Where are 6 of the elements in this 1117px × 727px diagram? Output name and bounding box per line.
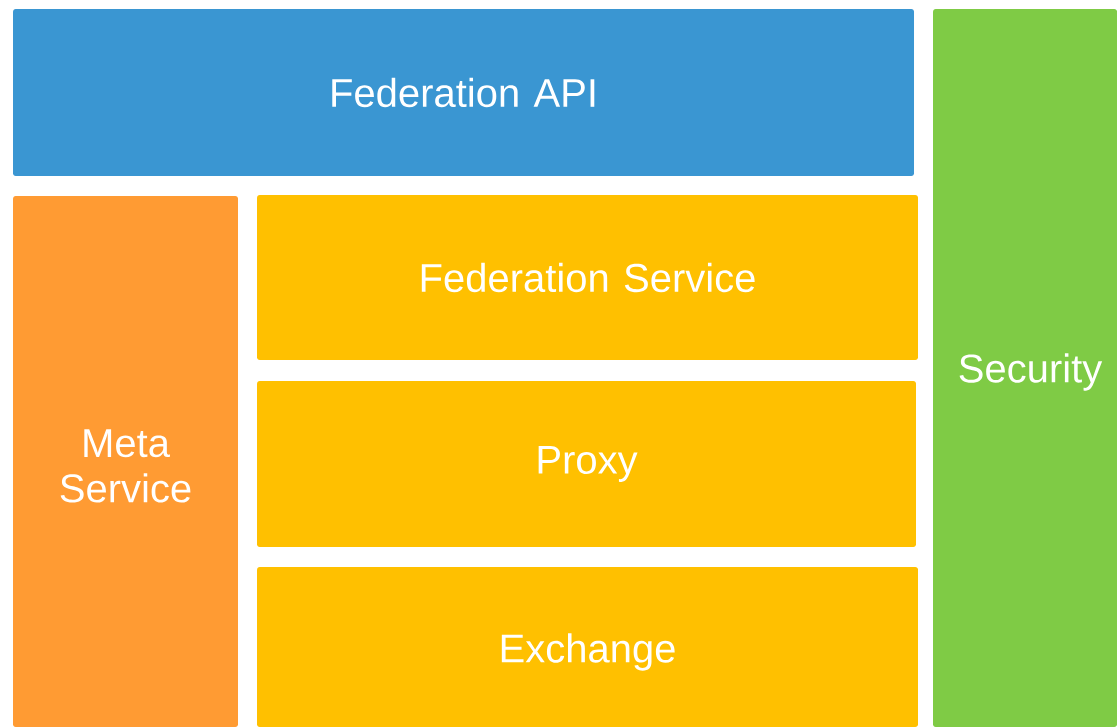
layer-box: Federation API <box>13 9 914 176</box>
side-bar: Security <box>933 9 1117 727</box>
layer-box: Proxy <box>257 381 916 547</box>
layer-box: Exchange <box>257 567 918 727</box>
side-bar: Meta Service <box>13 196 238 727</box>
layer-box: Federation Service <box>257 195 918 360</box>
